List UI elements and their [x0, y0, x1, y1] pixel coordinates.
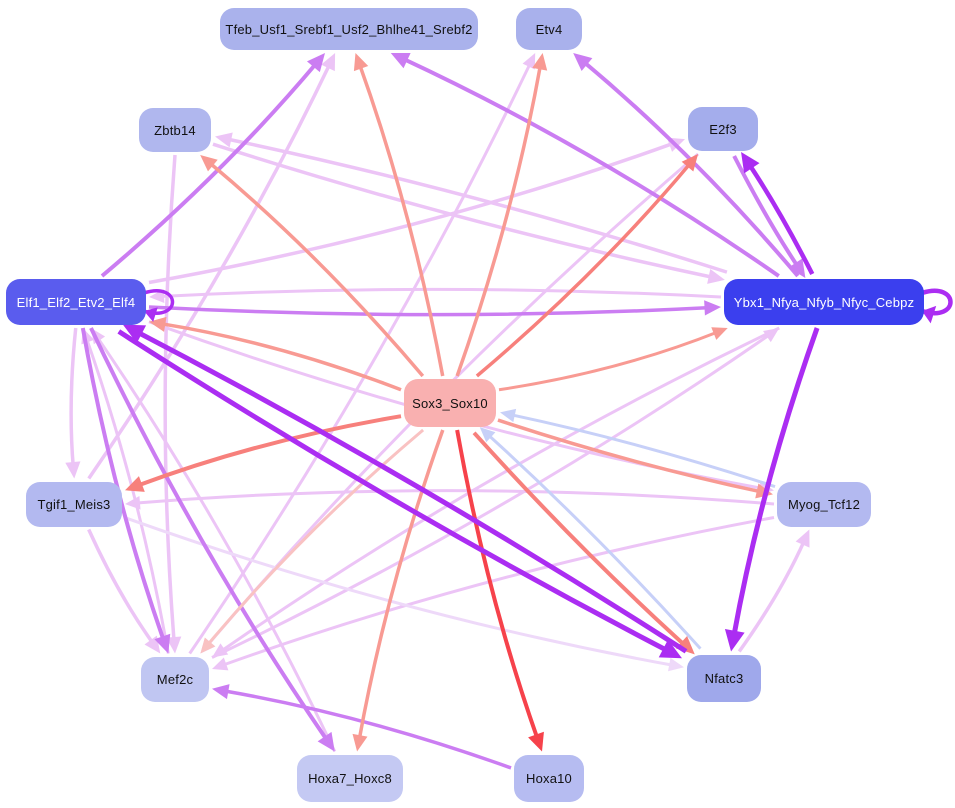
node-nfatc3[interactable]: Nfatc3	[687, 654, 761, 702]
node-hoxa7[interactable]: Hoxa7_Hoxc8	[297, 754, 403, 802]
edge-self-elf1	[143, 289, 175, 322]
edge-sox3-ybx1	[498, 327, 728, 392]
edge-sox3-tfeb	[353, 53, 445, 377]
edge-self-ybx1	[921, 288, 953, 324]
node-tfeb[interactable]: Tfeb_Usf1_Srebf1_Usf2_Bhlhe41_Srebf2	[220, 8, 478, 50]
edge-mef2c-etv4	[188, 53, 536, 655]
edge-sox3-hoxa10	[455, 429, 544, 752]
node-zbtb14[interactable]: Zbtb14	[139, 108, 211, 152]
edge-ybx1-zbtb14	[215, 132, 728, 274]
node-sox3[interactable]: Sox3_Sox10	[404, 379, 496, 427]
edge-sox3-mef2c	[200, 428, 425, 654]
edge-tgif1-nfatc3	[124, 516, 684, 672]
edge-elf1-tfeb	[100, 53, 325, 278]
edge-sox3-tgif1	[125, 414, 402, 492]
edge-elf1-hoxa7	[89, 327, 335, 752]
edge-nfatc3-elf1	[122, 324, 688, 654]
edge-ybx1-elf1	[149, 287, 722, 304]
edge-sox3-zbtb14	[200, 155, 425, 378]
edge-elf1-ybx1	[148, 300, 721, 317]
edge-sox3-hoxa7	[352, 429, 445, 752]
edge-myog-mef2c	[212, 516, 775, 671]
edge-elf1-tgif1	[65, 327, 81, 479]
edge-nfatc3-sox3	[479, 427, 702, 650]
node-elf1[interactable]: Elf1_Elf2_Etv2_Elf4	[6, 279, 146, 325]
edge-sox3-nfatc3	[472, 431, 695, 655]
edge-sox3-myog	[497, 418, 773, 499]
node-hoxa10[interactable]: Hoxa10	[514, 754, 584, 802]
edge-myog-sox3	[500, 408, 776, 489]
edge-ybx1-nfatc3	[724, 327, 820, 652]
edge-hoxa10-mef2c	[212, 684, 512, 770]
node-etv4[interactable]: Etv4	[516, 8, 582, 50]
edge-ybx1-tfeb	[390, 52, 780, 278]
node-myog[interactable]: Myog_Tcf12	[777, 481, 871, 527]
edge-tgif1-mef2c	[87, 528, 161, 654]
edge-ybx1-mef2c	[212, 326, 780, 658]
edge-zbtb14-mef2c	[163, 154, 182, 654]
node-e2f3[interactable]: E2f3	[688, 107, 758, 151]
edge-sox3-e2f3	[475, 154, 699, 378]
edge-tgif1-tfeb	[87, 53, 336, 480]
edge-ybx1-e2f3	[741, 151, 815, 276]
edge-e2f3-ybx1	[732, 155, 806, 279]
node-mef2c[interactable]: Mef2c	[141, 656, 209, 702]
edge-sox3-etv4	[455, 53, 548, 377]
edge-zbtb14-ybx1	[212, 142, 725, 284]
edge-nfatc3-myog	[737, 529, 810, 653]
node-tgif1[interactable]: Tgif1_Meis3	[26, 481, 122, 527]
edge-myog-tgif1	[125, 489, 775, 510]
node-ybx1[interactable]: Ybx1_Nfya_Nfyb_Nfyc_Cebpz	[724, 279, 924, 325]
edge-elf1-nfatc3	[117, 329, 682, 659]
